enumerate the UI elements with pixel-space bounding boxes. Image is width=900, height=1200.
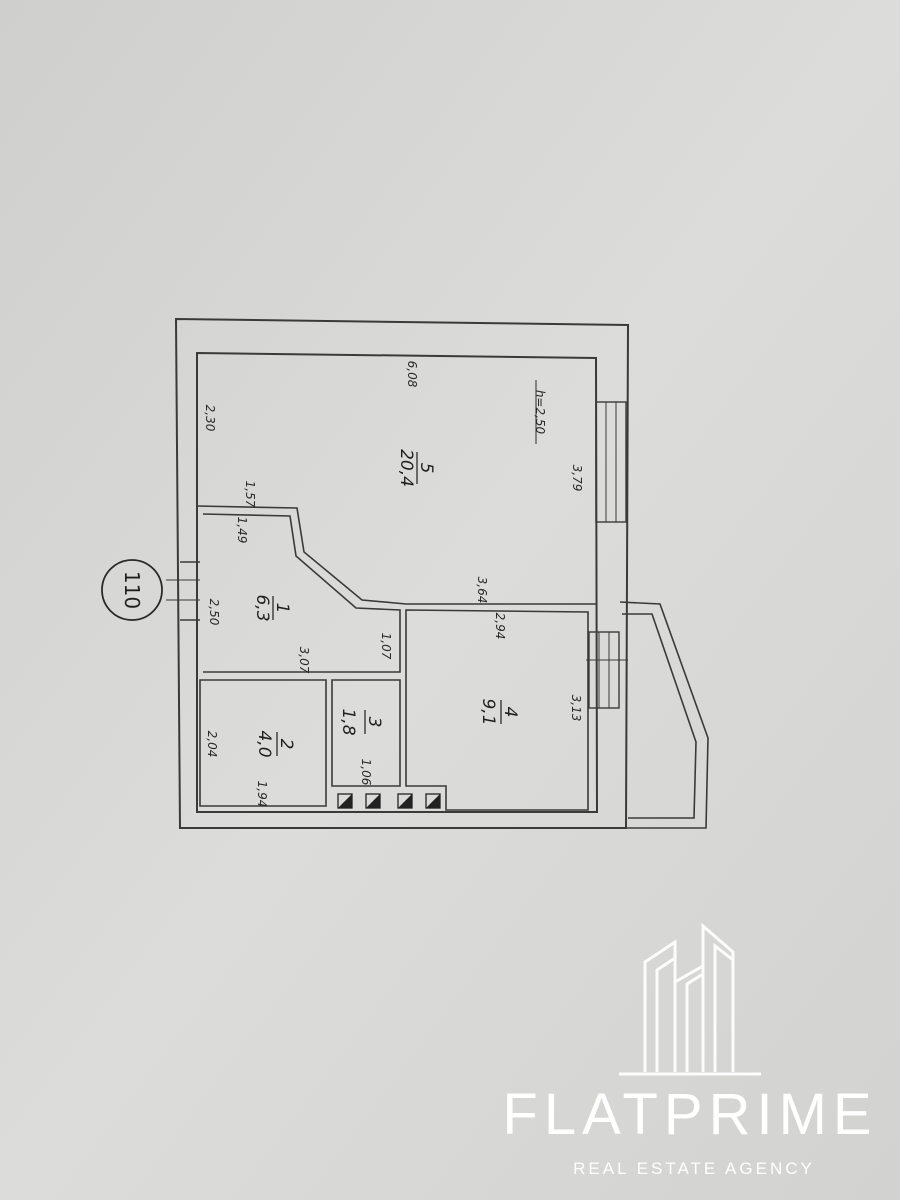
room-5-number: 5: [416, 463, 436, 474]
dimension-label: 1,94: [255, 781, 269, 808]
room-1-area: 6,3: [252, 594, 272, 621]
apartment-number-circle: [101, 559, 163, 621]
ceiling-height: h=2,50: [533, 390, 547, 435]
dimension-label: 3,79: [570, 465, 584, 492]
dimension-label: 1,57: [243, 481, 257, 508]
dimension-label: 1,06: [359, 759, 373, 786]
room-3-area: 1,8: [338, 708, 358, 735]
dimension-label: 1,49: [235, 517, 249, 544]
outer-wall: [174, 317, 630, 829]
balcony-inner: [622, 613, 697, 819]
room-5-area: 20,4: [396, 449, 416, 487]
wall-room4: [405, 609, 589, 811]
balcony-outline: [619, 601, 709, 829]
dimension-label: 2,94: [493, 613, 507, 640]
room-1-number: 1: [272, 603, 292, 614]
watermark-brand-name: FLATPRIME: [502, 1082, 878, 1147]
room-2-area: 4,0: [254, 730, 274, 757]
wall-room1-top: [202, 513, 401, 673]
dimension-label: 2,04: [205, 731, 219, 758]
entrance-door: [166, 561, 200, 621]
window-room4: [586, 631, 628, 709]
watermark-tagline: REAL ESTATE AGENCY: [573, 1159, 815, 1178]
wall-room3: [331, 679, 401, 787]
inner-wall-outline: [196, 351, 599, 813]
dimension-label: 1,07: [379, 633, 393, 660]
wall-room2: [199, 679, 327, 807]
room-2-number: 2: [276, 739, 296, 750]
ventilation-shafts: [337, 793, 441, 809]
dimension-label: 3,13: [569, 695, 583, 722]
room-4-area: 9,1: [478, 698, 498, 725]
window-room5: [595, 401, 627, 523]
dimension-label: 3,64: [475, 577, 489, 604]
dimension-label: 3,07: [297, 647, 311, 674]
room-4-number: 4: [500, 707, 520, 718]
apartment-number: 110: [120, 571, 144, 609]
dimension-label: 2,30: [203, 405, 217, 432]
dimension-label: 6,08: [405, 361, 419, 388]
building-logo-icon: [619, 922, 761, 1076]
dimension-label: 2,50: [207, 599, 221, 626]
room-3-number: 3: [364, 717, 384, 728]
wall-room5-bottom: [196, 505, 596, 605]
